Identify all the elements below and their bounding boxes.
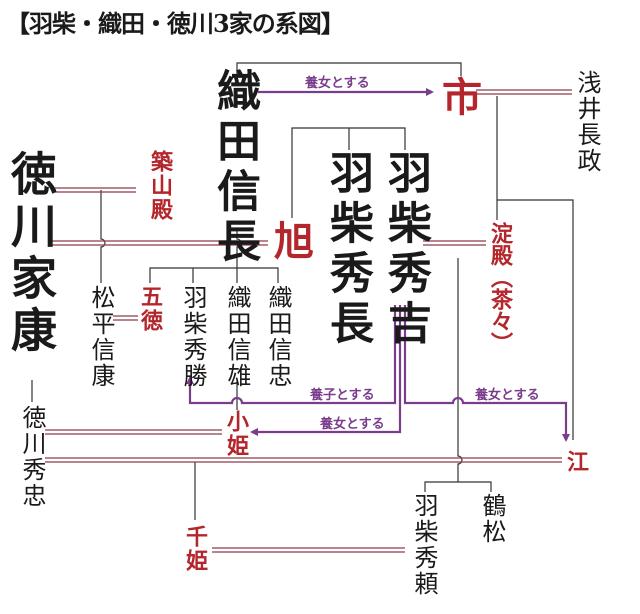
person-ichi: 市	[435, 76, 482, 122]
person-hashiba-hidekatsu: 羽柴秀勝	[179, 285, 207, 389]
person-go: 江	[563, 450, 589, 474]
person-ohime: 小姫	[223, 410, 249, 458]
person-hashiba-hideyoshi: 羽柴秀吉	[380, 150, 431, 350]
person-matsudaira-nobuyasu: 松平信康	[87, 285, 115, 389]
person-hashiba-hideyori: 羽柴秀頼	[410, 493, 438, 597]
lineage-lines	[31, 62, 574, 520]
person-oda-nobutada: 織田信忠	[264, 285, 292, 389]
person-hashiba-hidenaga: 羽柴秀長	[322, 150, 373, 350]
person-oda-nobunaga: 織田信長	[209, 68, 260, 268]
person-gotoku: 五徳	[137, 285, 163, 333]
person-yodo-dono: 淀殿（茶々）	[487, 222, 513, 354]
person-azai-nagamasa: 浅井長政	[573, 70, 601, 174]
person-tsurumatsu: 鶴松	[478, 493, 506, 545]
adoption-arrows	[186, 88, 570, 442]
person-oda-nobukatsu: 織田信雄	[223, 285, 251, 389]
person-tsukiyama-dono: 築山殿	[147, 150, 173, 222]
person-asahi: 旭	[267, 220, 314, 266]
person-tokugawa-hidetada: 徳川秀忠	[18, 405, 46, 509]
label-adopt-go: 養女とする	[475, 388, 540, 403]
label-adopt-ohime: 養女とする	[320, 417, 385, 432]
label-adopt-ichi: 養女とする	[305, 76, 370, 91]
diagram-title: 【羽柴・織田・徳川3家の系図】	[6, 9, 345, 38]
spouse-lines	[45, 89, 572, 553]
person-senhime: 千姫	[182, 525, 208, 573]
person-tokugawa-ieyasu: 徳川家康	[4, 150, 58, 358]
label-adopt-hidekatsu: 養子とする	[310, 388, 375, 403]
